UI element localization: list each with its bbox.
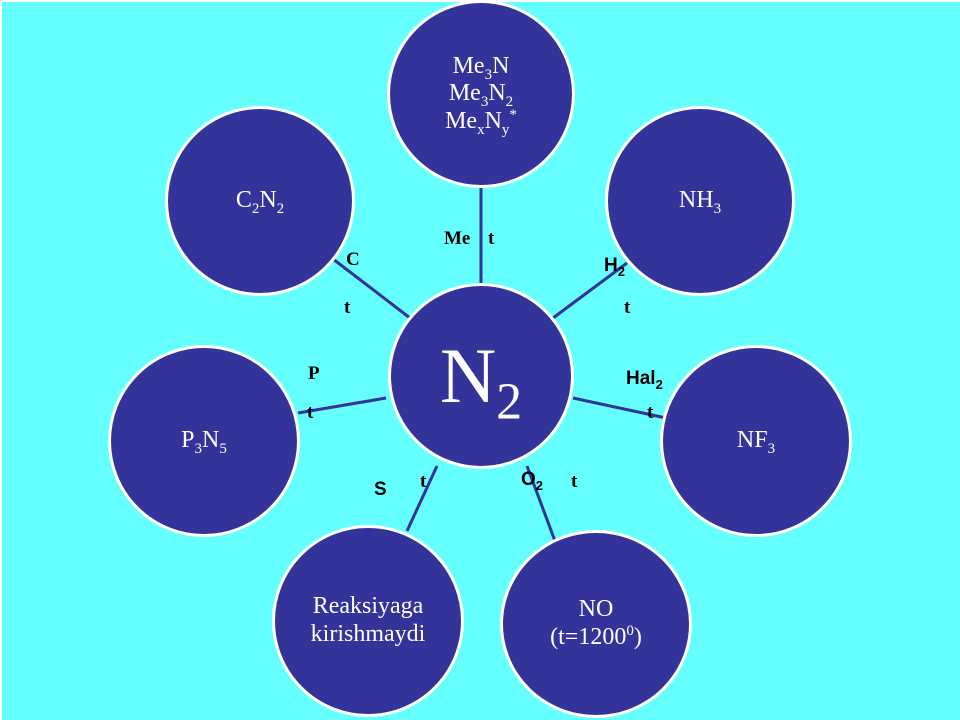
formula-nf3: NF3 xyxy=(736,427,776,457)
label-o2-temperature: t xyxy=(571,471,578,492)
label-o2: O2 xyxy=(521,469,544,493)
center-n2-formula: N2 xyxy=(439,332,523,431)
nh3-node: NH3 xyxy=(605,106,795,296)
p3n5-node: P3N5 xyxy=(108,345,300,537)
center-n2-node: N2 xyxy=(388,283,574,469)
connector-o2 xyxy=(525,465,557,542)
metal-nitrides-node: Me3N Me3N2 MexNy* xyxy=(387,0,575,188)
label-c-temperature: t xyxy=(344,297,351,318)
label-c: C xyxy=(346,249,360,270)
formula-me3n2: Me3N2 xyxy=(448,80,514,110)
label-h2-temperature: t xyxy=(624,297,631,318)
c2n2-node: C2N2 xyxy=(165,106,355,296)
no-condition: (t=12000) xyxy=(550,623,642,651)
connector-c xyxy=(332,257,411,320)
connector-p xyxy=(297,396,387,415)
formula-p3n5: P3N5 xyxy=(181,427,227,457)
formula-no: NO xyxy=(578,596,614,623)
no-reaction-line1: Reaksiyaga xyxy=(312,593,424,620)
nf3-node: NF3 xyxy=(660,345,852,537)
formula-mexny: MexNy* xyxy=(445,106,517,138)
label-h2: H2 xyxy=(604,255,625,279)
connector-hal2 xyxy=(572,396,667,420)
no-node: NO (t=12000) xyxy=(500,530,692,718)
label-me: Me xyxy=(444,228,471,249)
label-hal2-temperature: t xyxy=(647,402,654,423)
label-s-temperature: t xyxy=(420,471,427,492)
formula-nh3: NH3 xyxy=(678,187,722,217)
label-s: S xyxy=(374,479,387,500)
formula-me3n: Me3N xyxy=(452,52,510,83)
connector-s xyxy=(405,465,439,532)
label-p: P xyxy=(308,363,320,384)
label-me-temperature: t xyxy=(488,228,495,249)
connector-h2 xyxy=(552,261,628,320)
no-reaction-node: Reaksiyaga kirishmaydi xyxy=(272,525,464,717)
label-hal2: Hal2 xyxy=(626,368,663,392)
formula-c2n2: C2N2 xyxy=(235,187,285,217)
no-reaction-line2: kirishmaydi xyxy=(310,621,426,647)
label-p-temperature: t xyxy=(307,402,314,423)
